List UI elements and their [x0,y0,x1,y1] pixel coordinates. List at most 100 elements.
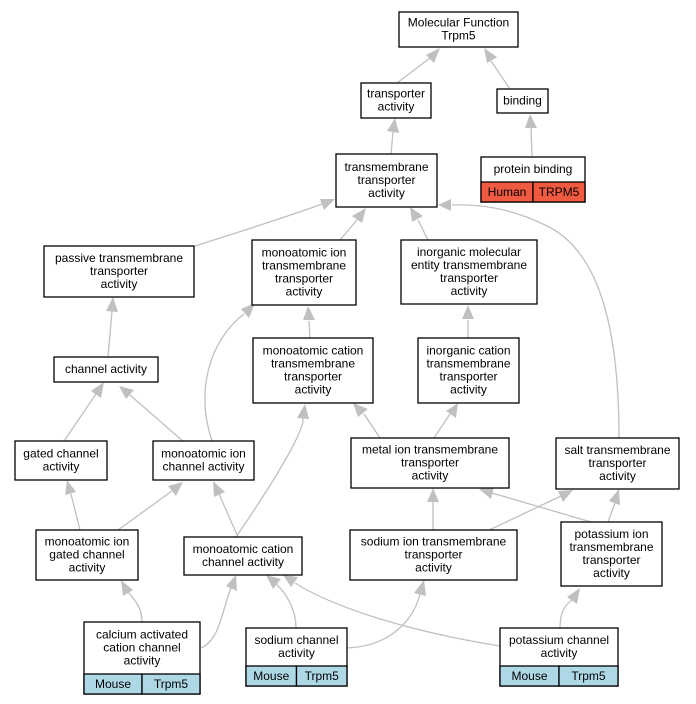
gene-badge [558,665,619,687]
arrowhead [226,575,237,591]
node-label-line: protein binding [494,162,573,176]
node-label-line: transporter [588,456,646,470]
arrowhead [119,386,134,399]
node-label-line: salt transmembrane [564,443,670,457]
go-term-node-metal-ion[interactable]: metal ion transmembranetransporteractivi… [350,437,510,489]
node-label-line: monoatomic ion [161,447,246,461]
node-box [400,239,538,305]
node-label-line: activity [278,646,315,660]
arrowhead [558,490,573,502]
node-label-line: activity [69,561,106,575]
node-label-line: Trpm5 [441,29,476,43]
edge-binding-to-mf [490,60,511,90]
edge-salt-to-tm-transporter [451,204,620,439]
node-box [252,337,374,404]
arrowhead [297,404,309,419]
node-label-line: activity [412,469,449,483]
gene-label: Trpm5 [571,669,606,683]
node-box [35,529,139,581]
edge-gated-to-channel [63,393,97,442]
edge-protein-binding-to-binding [530,127,533,158]
edge-mono-ion-channel-to-mono-ion-tm [204,313,245,442]
node-box [496,88,549,114]
arrowhead [106,297,118,312]
go-term-node-sodium-ion[interactable]: sodium ion transmembranetransporteractiv… [349,529,518,581]
arrowhead [525,114,537,128]
edge-sodium-channel-to-mono-cation-channel [275,583,297,629]
edge-calcium-to-mono-cation-channel [200,587,232,649]
node-label-line: activity [541,646,578,660]
go-term-node-potassium-ion[interactable]: potassium iontransmembranetransporteract… [560,521,663,587]
node-label-line: inorganic cation [426,344,510,358]
arrowhead [241,303,255,318]
node-label-line: transmembrane [426,357,510,371]
node-label-line: transporter [284,370,342,384]
node-label-line: sodium ion transmembrane [361,535,507,549]
arrowhead [438,199,451,211]
node-box [555,437,680,490]
node-label-line: activity [415,561,452,575]
go-term-node-channel[interactable]: channel activity [53,356,159,383]
arrowhead [414,580,426,596]
species-label: Human [488,185,527,199]
arrowhead [320,199,335,210]
gene-label: Trpm5 [305,669,340,683]
go-term-node-binding[interactable]: binding [496,88,549,114]
arrowhead [213,481,225,497]
node-label-line: monoatomic ion [45,535,130,549]
edge-mono-cation-channel-to-mono-cation-tm [235,417,304,538]
node-box [417,337,520,404]
arrowhead [352,208,366,223]
edge-potassium-ion-to-metal-ion [491,492,592,523]
edge-mono-cation-tm-to-mono-ion-tm [308,320,311,339]
species-label: Mouse [95,677,131,691]
arrowhead [387,118,399,133]
edge-inorg-mol-to-tm-transporter [417,219,429,241]
species-label: Mouse [511,669,547,683]
go-term-node-inorg-cation[interactable]: inorganic cationtransmembranetransporter… [417,337,520,404]
node-box [43,245,195,298]
gene-badge [295,665,348,687]
node-box [14,440,108,481]
go-term-node-mono-ion-tm[interactable]: monoatomic iontransmembranetransporterac… [251,239,357,306]
node-label-line: activity [593,566,630,580]
node-label-line: transporter [357,173,415,187]
node-label-line: activity [101,277,138,291]
edge-mono-ion-tm-to-tm-transporter [339,219,358,241]
arrowhead [353,403,368,417]
go-term-node-mono-cation-tm[interactable]: monoatomic cationtransmembranetransporte… [252,337,374,404]
arrowhead [168,482,183,496]
arrowhead [479,487,494,499]
node-label-line: transmembrane [262,259,346,273]
node-label-line: transporter [90,264,148,278]
node-box [183,536,303,576]
edge-transporter-to-mf [396,57,431,84]
node-label-line: transporter [439,370,497,384]
edge-channel-to-passive [107,310,113,358]
node-label-line: transmembrane [271,357,355,371]
node-box [335,153,438,208]
edge-mono-cation-channel-to-mono-ion-channel [218,493,239,538]
edge-potassium-channel-to-mono-cation-channel [294,582,501,647]
edge-passive-to-tm-transporter [194,203,323,247]
node-label-line: activity [368,186,405,200]
node-label-line: activity [286,285,323,299]
node-label-line: monoatomic cation [263,344,364,358]
node-label-line: gated channel [49,548,124,562]
node-box [53,356,159,383]
node-label-line: activity [599,469,636,483]
